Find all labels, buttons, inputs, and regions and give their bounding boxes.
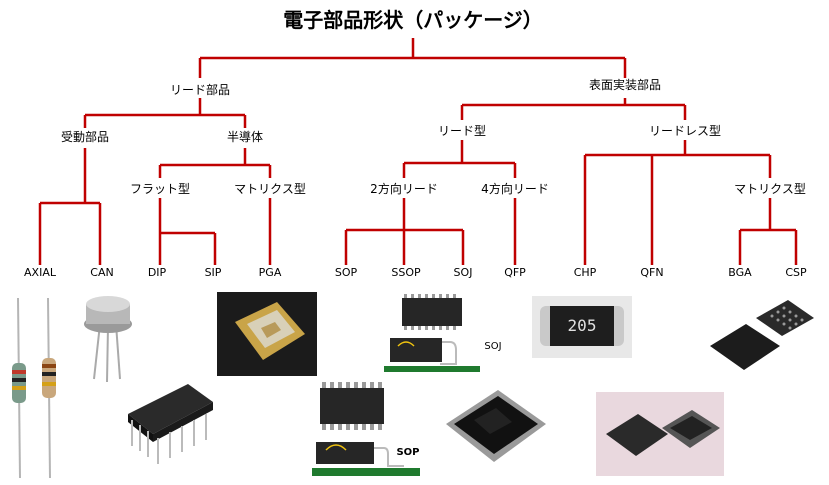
leaf-ssop: SSOP [391, 266, 421, 279]
node-lead-parts: リード部品 [169, 83, 231, 97]
chip-marking-label: 205 [567, 316, 597, 335]
axial-resistor-image [12, 298, 56, 478]
node-flat: フラット型 [129, 182, 191, 196]
leaf-pga: PGA [258, 266, 282, 279]
qfp-package-image [446, 390, 546, 462]
node-passive: 受動部品 [60, 130, 110, 144]
leaf-soj: SOJ [453, 266, 473, 279]
leaf-dip: DIP [147, 266, 167, 279]
leaf-csp: CSP [785, 266, 807, 279]
line-lead-type [402, 140, 517, 178]
leaf-chp: CHP [573, 266, 597, 279]
can-package-image [84, 296, 132, 383]
node-matrix-right: マトリクス型 [734, 182, 806, 196]
leaf-qfn: QFN [640, 266, 664, 279]
chp-package-image: 205 [532, 296, 632, 358]
qfn-package-image [596, 392, 724, 476]
line-semiconductor [158, 148, 272, 178]
line-smd [460, 98, 687, 120]
node-four-way: 4方向リード [481, 182, 549, 196]
sop-photo-label: SOP [396, 447, 420, 458]
line-lead-parts [83, 98, 247, 128]
leaf-qfp: QFP [504, 266, 526, 279]
leaf-sip: SIP [204, 266, 222, 279]
dip-package-image [128, 384, 213, 464]
diagram-title: 電子部品形状（パッケージ） [283, 8, 543, 32]
line-leadless [583, 140, 772, 265]
node-two-way: 2方向リード [370, 182, 438, 196]
bga-csp-package-image [710, 300, 814, 370]
node-lead-type: リード型 [437, 124, 487, 138]
node-smd-parts: 表面実装部品 [588, 78, 662, 92]
node-semiconductor: 半導体 [226, 130, 264, 144]
leaf-can: CAN [90, 266, 114, 279]
leaf-axial: AXIAL [24, 266, 56, 279]
leaf-bga: BGA [728, 266, 752, 279]
line-passive [38, 148, 102, 265]
node-matrix-left: マトリクス型 [234, 182, 306, 196]
line-matrix-right [738, 198, 798, 265]
soj-photo-label: SOJ [484, 341, 502, 352]
line-flat [158, 198, 217, 265]
pga-package-image [217, 292, 317, 376]
soj-package-image [384, 294, 480, 372]
node-leadless-type: リードレス型 [648, 124, 722, 138]
leaf-sop: SOP [334, 266, 358, 279]
sop-package-image [312, 382, 420, 476]
line-root [198, 38, 627, 78]
line-two-way [344, 198, 465, 265]
